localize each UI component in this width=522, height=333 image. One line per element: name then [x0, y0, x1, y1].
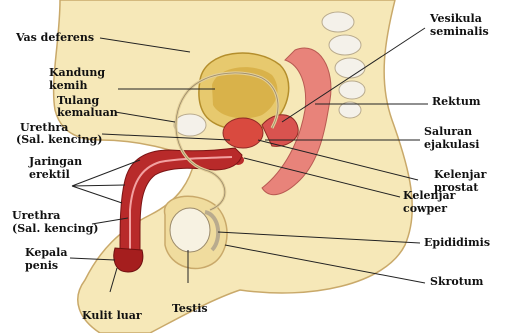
label-tulang-kemaluan-2: kemaluan: [57, 107, 118, 119]
label-epididimis: Epididimis: [424, 237, 490, 249]
label-kelenjar-cowper-1: Kelenjar: [403, 190, 455, 202]
label-urethra-bottom-2: (Sal. kencing): [12, 223, 99, 235]
pubic-bone: [174, 114, 206, 136]
glans: [114, 248, 143, 272]
label-kepala-penis-2: penis: [25, 260, 58, 272]
testis-shape: [170, 208, 210, 252]
label-vas-deferens: Vas deferens: [16, 32, 94, 44]
label-saluran-ejakulasi-2: ejakulasi: [424, 139, 479, 151]
label-saluran-ejakulasi-1: Saluran: [424, 126, 472, 138]
label-urethra-bottom-1: Urethra: [12, 210, 60, 222]
label-kepala-penis-1: Kepala: [25, 247, 67, 259]
label-jaringan-erektil-2: erektil: [29, 169, 70, 181]
label-kelenjar-prostat-1: Kelenjar: [434, 169, 486, 181]
label-kandung-kemih-2: kemih: [49, 80, 87, 92]
label-vesikula-seminalis-1: Vesikula: [430, 13, 482, 25]
label-kulit-luar: Kulit luar: [82, 310, 142, 322]
label-jaringan-erektil-1: Jaringan: [29, 156, 82, 168]
label-testis: Testis: [172, 303, 208, 315]
label-kandung-kemih-1: Kandung: [49, 67, 105, 79]
prostate-gland: [223, 118, 263, 148]
label-urethra-top-2: (Sal. kencing): [16, 134, 103, 146]
label-vesikula-seminalis-2: seminalis: [430, 26, 489, 38]
label-rektum: Rektum: [432, 96, 480, 108]
label-kelenjar-cowper-2: cowper: [403, 203, 447, 215]
label-skrotum: Skrotum: [430, 276, 483, 288]
